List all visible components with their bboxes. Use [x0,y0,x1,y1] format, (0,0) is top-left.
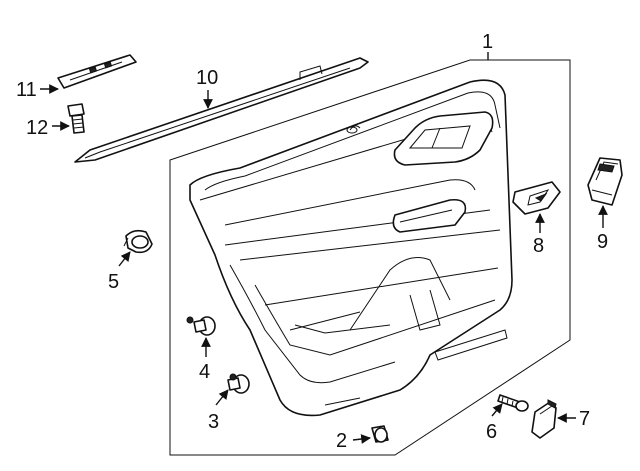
callout-10: 10 [196,67,218,89]
door-trim-panel [189,79,513,417]
part-10-strip [74,57,369,163]
callout-12: 12 [26,117,48,139]
part-7-cap [531,399,557,439]
callout-1: 1 [482,31,493,53]
leader-lines [40,52,608,444]
callout-8: 8 [533,235,544,257]
callout-4: 4 [199,361,210,383]
part-4-pin [186,316,216,336]
callout-5: 5 [108,271,119,293]
part-9-switch [587,157,623,206]
part-1-boundary [169,59,571,456]
callout-2: 2 [336,430,347,452]
part-12-screw [67,103,85,134]
callout-11: 11 [16,79,37,101]
part-11-bracket [57,54,137,89]
callout-6: 6 [486,421,497,443]
part-6-screw [497,394,529,412]
callout-9: 9 [597,231,608,253]
part-3-pin [227,373,250,394]
callout-3: 3 [208,411,219,433]
part-5-clip [123,229,153,254]
callout-7: 7 [579,408,590,430]
part-8-bezel [512,181,561,215]
part-2-clip [371,425,389,443]
